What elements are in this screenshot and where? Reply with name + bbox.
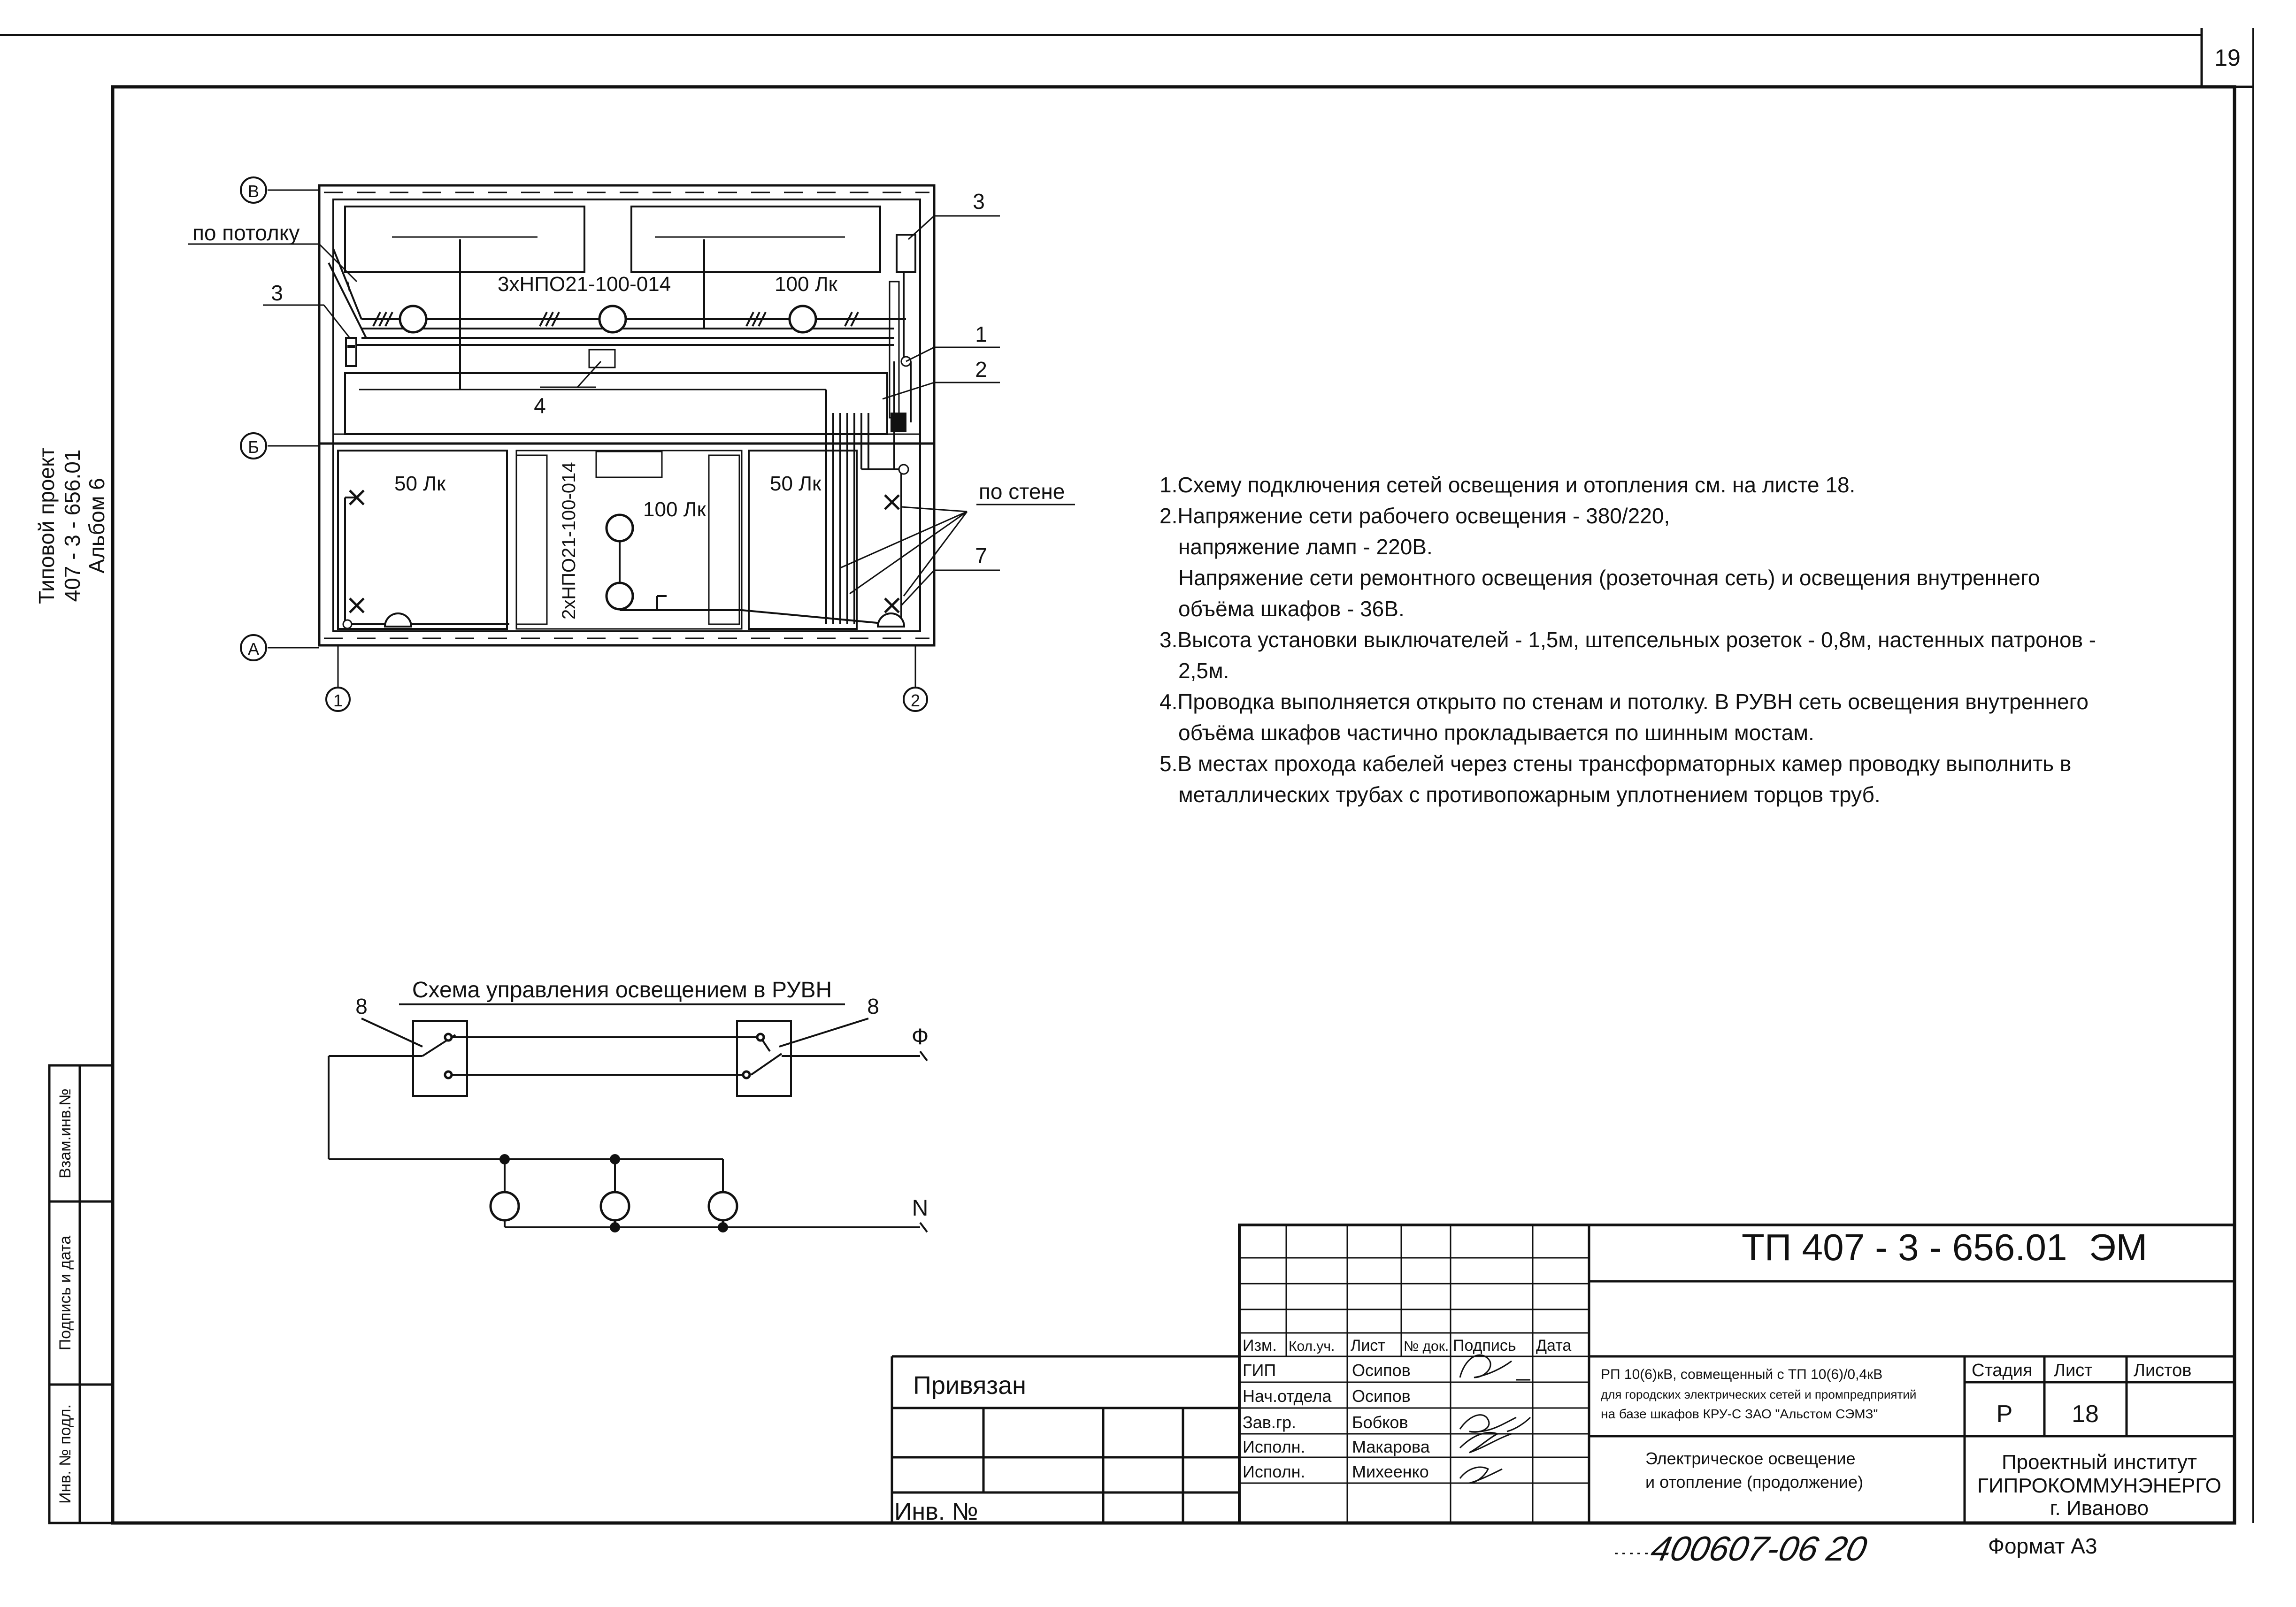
lighting-control-scheme: [328, 1003, 928, 1233]
format-label: Формат А3: [1988, 1534, 2097, 1558]
callout-1: 1: [975, 322, 987, 346]
note-4: 4.Проводка выполняется открыто по стенам…: [1160, 689, 2089, 714]
svg-text:Осипов: Осипов: [1352, 1361, 1411, 1380]
side-project-label: Типовой проект 407 - 3 - 656.01 Альбом 6: [34, 447, 109, 604]
axis-1: 1: [333, 691, 343, 710]
callout-3-left: 3: [271, 281, 283, 305]
lux-mid: 100 Лк: [643, 498, 706, 521]
privyazan-label: Привязан: [913, 1371, 1026, 1400]
institute-3: г. Иваново: [2050, 1497, 2149, 1520]
handwritten-code: 400607-06 20: [1648, 1529, 1870, 1568]
sheet-title-1: Электрическое освещение: [1645, 1449, 1855, 1468]
callout-7: 7: [975, 543, 987, 568]
svg-text:Лист: Лист: [2054, 1361, 2093, 1380]
side-stamp: [48, 1064, 114, 1524]
fixture-top: 3хНПО21-100-014: [498, 273, 671, 296]
note-5: 5.В местах прохода кабелей через стены т…: [1160, 751, 2072, 776]
scheme-labels: Схема управления освещением в РУВН 8 8 Ф…: [355, 978, 929, 1221]
side-stamp-inv: Инв. № подл.: [56, 1404, 74, 1504]
note-2-cont: объёма шкафов - 36В.: [1178, 597, 1405, 621]
svg-text:Осипов: Осипов: [1352, 1386, 1411, 1406]
svg-text:ГИП: ГИП: [1243, 1361, 1276, 1380]
project-line-1: РП 10(6)кВ, совмещенный с ТП 10(6)/0,4кВ: [1601, 1367, 1882, 1382]
doc-suffix: ЭМ: [2089, 1226, 2147, 1268]
scheme-callout-8-left: 8: [355, 994, 368, 1018]
svg-text:Альбом 6: Альбом 6: [84, 478, 109, 573]
axis-a: А: [248, 639, 259, 658]
sheet-title-2: и отопление (продолжение): [1645, 1472, 1863, 1492]
title-block-labels: ТП 407 - 3 - 656.01 ЭМ Изм. Кол.уч. Лист…: [894, 1226, 2221, 1525]
inv-no-label: Инв. №: [894, 1498, 978, 1525]
signatures: [1459, 1354, 1531, 1484]
svg-text:Исполн.: Исполн.: [1243, 1437, 1305, 1456]
list-number: 18: [2072, 1400, 2099, 1428]
svg-text:Изм.: Изм.: [1243, 1337, 1277, 1354]
svg-text:Подпись: Подпись: [1453, 1337, 1516, 1354]
axis-b: Б: [248, 437, 259, 457]
svg-text:Михеенко: Михеенко: [1352, 1462, 1429, 1481]
stadiya-value: Р: [1997, 1400, 2013, 1428]
svg-text:Дата: Дата: [1536, 1337, 1571, 1354]
svg-text:Макарова: Макарова: [1352, 1437, 1430, 1456]
svg-text:№ док.: № док.: [1404, 1339, 1449, 1354]
note-2: 2.Напряжение сети рабочего освещения - 3…: [1160, 504, 1670, 528]
svg-text:Бобков: Бобков: [1352, 1413, 1408, 1432]
doc-code: ТП 407 - 3 - 656.01: [1742, 1226, 2067, 1268]
callout-4: 4: [534, 393, 546, 418]
lux-left: 50 Лк: [394, 472, 446, 495]
lux-right: 50 Лк: [770, 472, 822, 495]
plan-labels: В Б А 1 2 по потолку по стене 3хНПО21-10…: [192, 182, 1065, 710]
fixture-mid: 2хНПО21-100-014: [559, 462, 579, 620]
svg-text:Типовой проект: Типовой проект: [34, 447, 59, 604]
institute-1: Проектный институт: [2002, 1451, 2197, 1474]
scheme-callout-8-right: 8: [867, 994, 879, 1018]
project-line-3: на базе шкафов КРУ-С ЗАО "Альстом СЭМЗ": [1601, 1407, 1878, 1421]
side-stamp-vzam: Взам.инв.№: [56, 1088, 74, 1178]
callout-3-right: 3: [973, 189, 985, 214]
note-5-cont: металлических трубах с противопожарным у…: [1178, 782, 1881, 807]
svg-text:Нач.отдела: Нач.отдела: [1243, 1386, 1332, 1406]
svg-text:Кол.уч.: Кол.уч.: [1289, 1339, 1335, 1354]
note-3: 3.Высота установки выключателей - 1,5м, …: [1160, 627, 2096, 652]
callout-2: 2: [975, 357, 987, 382]
scheme-phase: Ф: [912, 1025, 929, 1049]
floor-plan: [188, 176, 1075, 712]
svg-text:Листов: Листов: [2134, 1361, 2191, 1380]
institute-2: ГИПРОКОММУНЭНЕРГО: [1977, 1474, 2221, 1497]
svg-text:Зав.гр.: Зав.гр.: [1243, 1413, 1296, 1432]
notes-block: 1.Схему подключения сетей освещения и от…: [1160, 469, 2230, 810]
sheet-frame: [0, 28, 2254, 1525]
page-number: 19: [2214, 45, 2241, 71]
side-stamp-podpis: Подпись и дата: [56, 1236, 74, 1351]
svg-text:407 - 3 - 656.01: 407 - 3 - 656.01: [60, 450, 84, 602]
scheme-neutral: N: [912, 1196, 929, 1221]
label-po-potolku: по потолку: [192, 221, 299, 245]
note-4-cont: объёма шкафов частично прокладывается по…: [1178, 720, 1814, 745]
note-2-cont: напряжение ламп - 220В.: [1178, 535, 1433, 559]
scheme-title: Схема управления освещением в РУВН: [412, 978, 832, 1002]
lux-top: 100 Лк: [775, 273, 838, 296]
label-po-stene: по стене: [979, 479, 1065, 504]
note-1: 1.Схему подключения сетей освещения и от…: [1160, 473, 1856, 497]
svg-text:Исполн.: Исполн.: [1243, 1462, 1305, 1481]
svg-text:Лист: Лист: [1351, 1337, 1385, 1354]
title-block: [891, 1224, 2236, 1524]
axis-v: В: [248, 182, 259, 201]
project-line-2: для городских электрических сетей и пром…: [1601, 1387, 1916, 1401]
note-3-cont: 2,5м.: [1178, 658, 1229, 683]
svg-text:Стадия: Стадия: [1972, 1361, 2033, 1380]
note-2-cont: Напряжение сети ремонтного освещения (ро…: [1178, 566, 2040, 590]
axis-2: 2: [911, 691, 920, 710]
